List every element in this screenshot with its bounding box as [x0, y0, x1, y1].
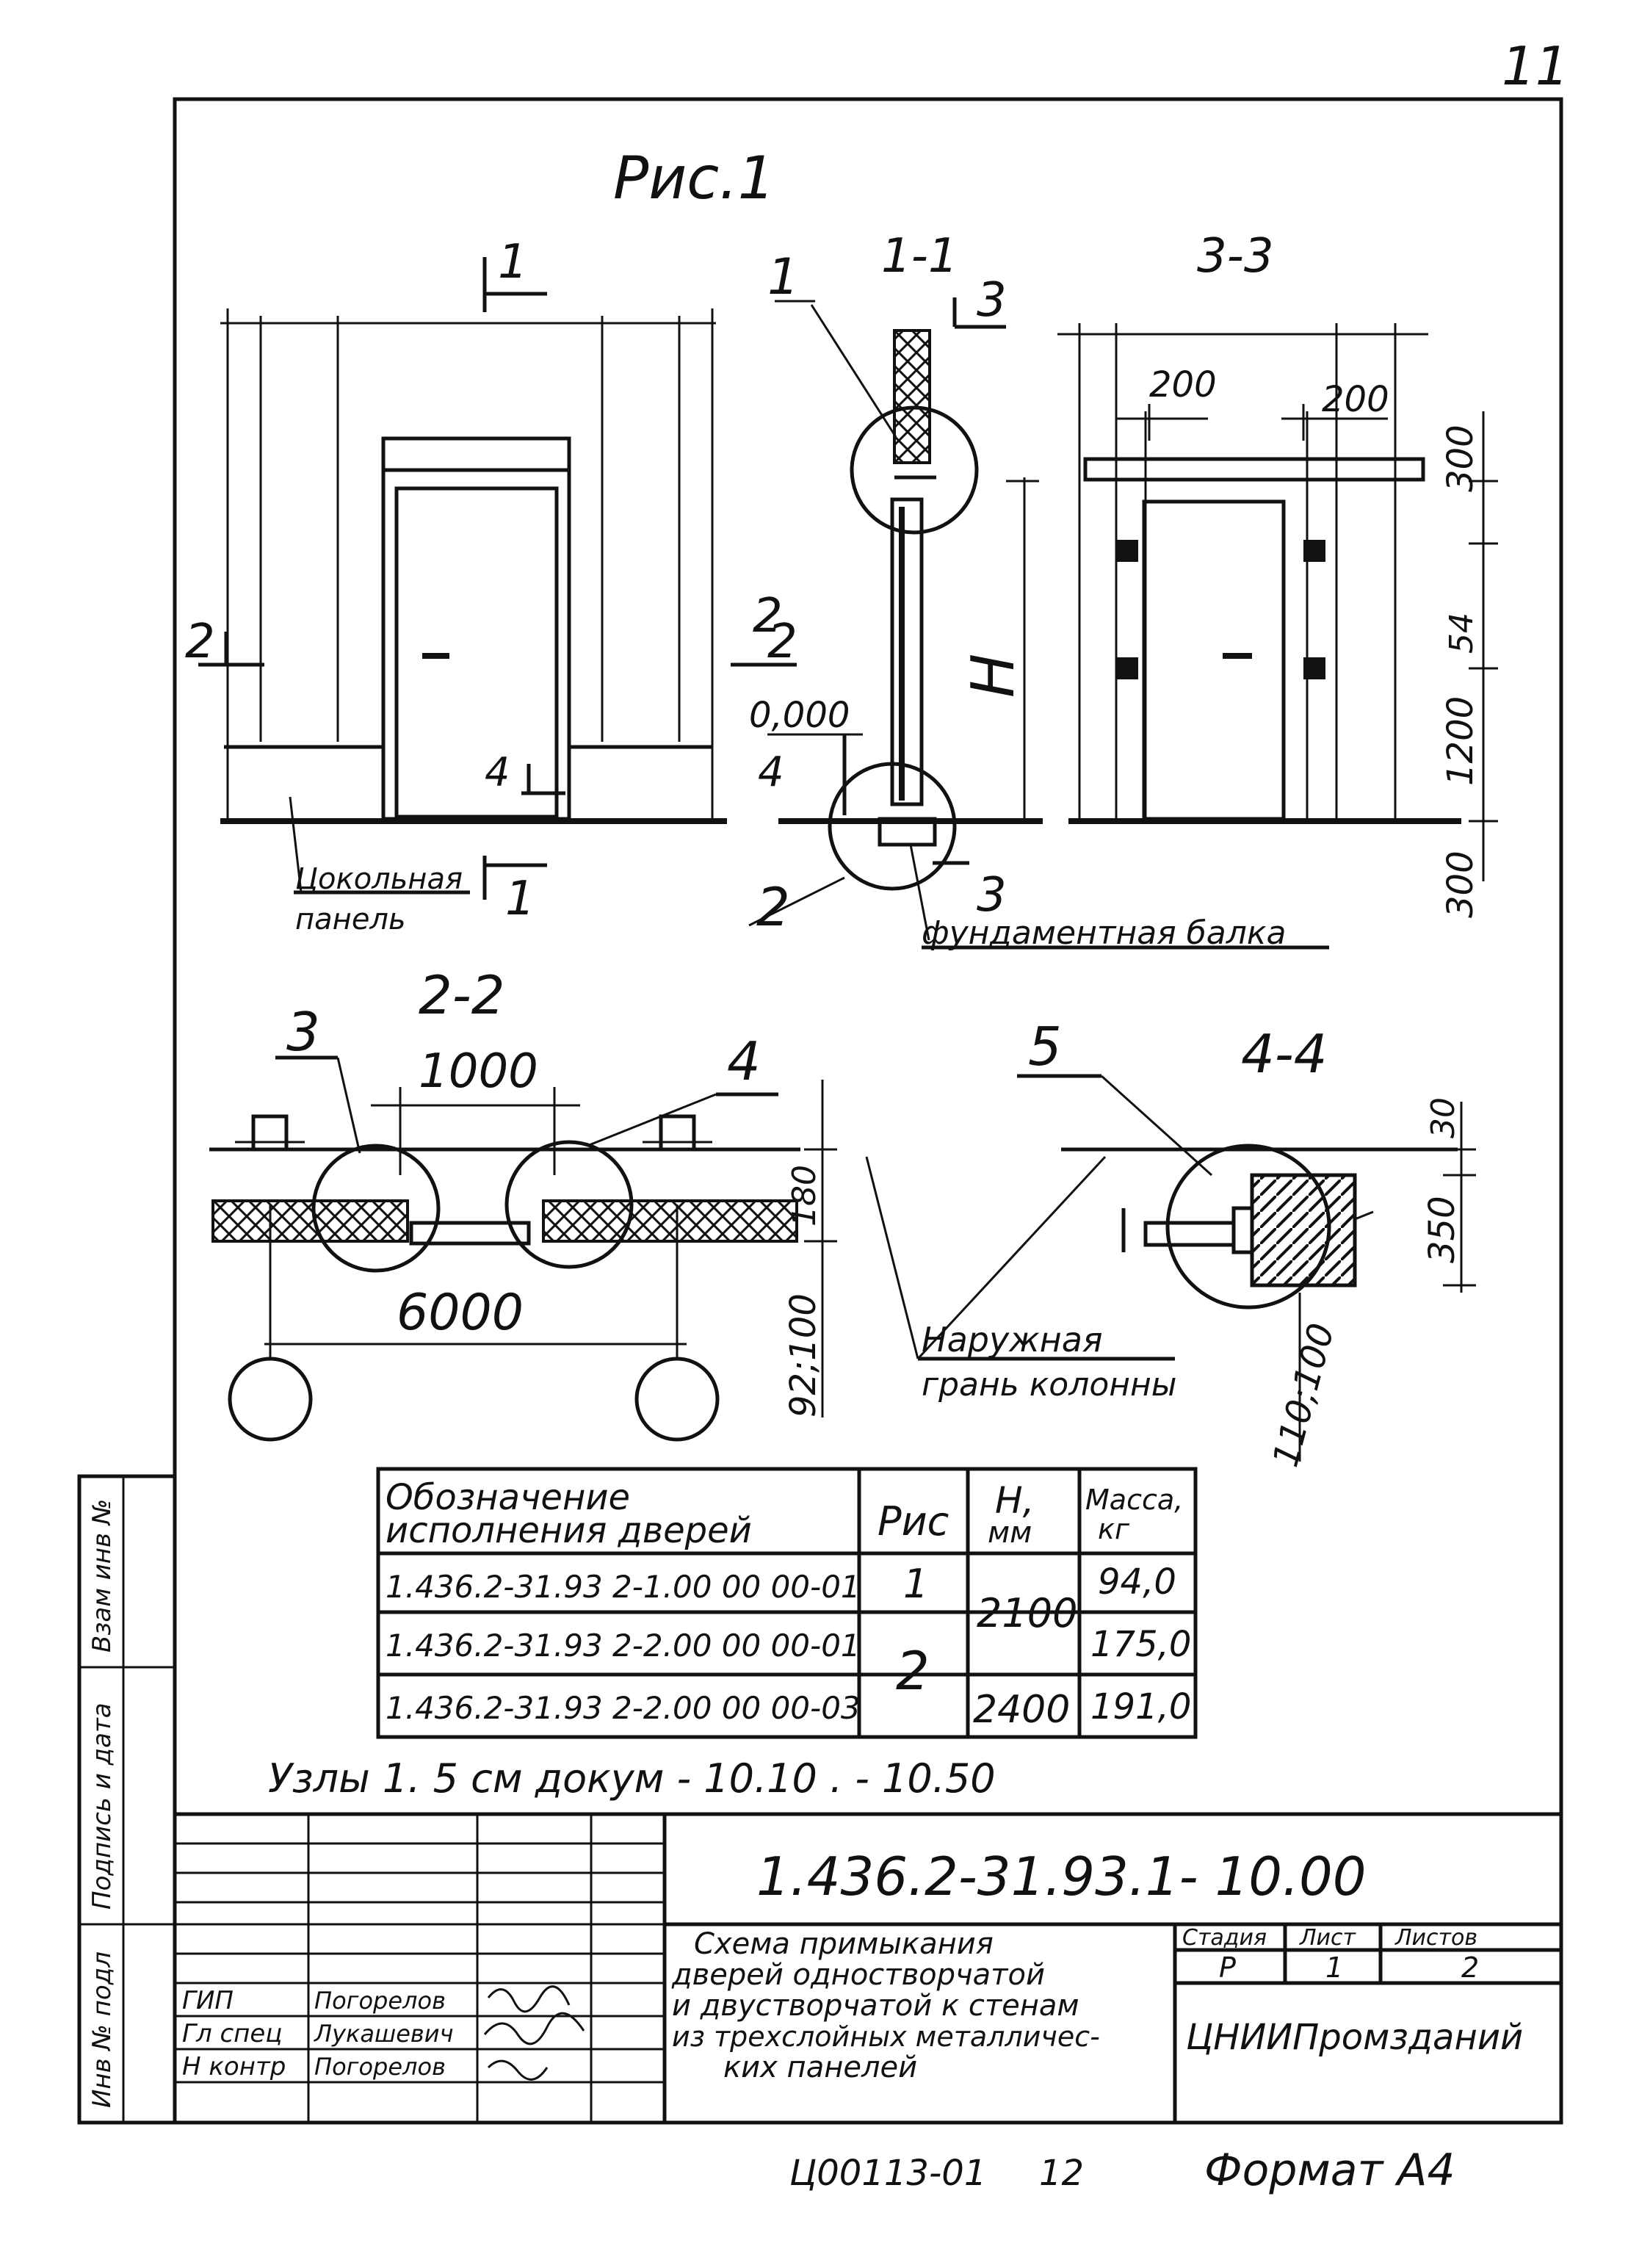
- dim-180: 180: [786, 1165, 823, 1227]
- footer-page: 12: [1039, 2153, 1084, 2194]
- stamp-inv-vzam: Взам инв №: [87, 1499, 117, 1653]
- stage-value: Р: [1219, 1951, 1236, 1984]
- archive-number: Ц00113-01: [789, 2153, 986, 2194]
- section-mark-2-right: 2: [767, 615, 797, 669]
- dim-350: 350: [1422, 1196, 1463, 1263]
- section-mark-1-top: 1: [498, 235, 528, 289]
- dim-54: 54: [1443, 613, 1480, 654]
- outer-face-label-2: грань колонны: [922, 1366, 1177, 1404]
- title-block: [175, 1812, 1561, 2123]
- table-header-mass-2: кг: [1098, 1513, 1130, 1545]
- dim-110-100: 110;100: [1265, 1319, 1342, 1471]
- table-row-3-h: 2400: [973, 1688, 1070, 1732]
- table-row-3-mass: 191,0: [1090, 1686, 1191, 1727]
- table-row-1-mass: 94,0: [1098, 1561, 1176, 1603]
- callout-node-5: 5: [1028, 1016, 1062, 1077]
- table-row-3-designation: 1.436.2-31.93 2-2.00 00 00-03: [386, 1690, 861, 1726]
- sig-name-3: Погорелов: [314, 2053, 446, 2081]
- front-elevation: [198, 257, 797, 900]
- table-row-2-mass: 175,0: [1090, 1624, 1191, 1665]
- sig-name-2: Лукашевич: [314, 2020, 453, 2048]
- dim-30: 30: [1425, 1097, 1462, 1138]
- table-header-h-1: H,: [995, 1479, 1035, 1522]
- dim-300-bottom: 300: [1440, 850, 1481, 918]
- callout-node-2: 2: [756, 876, 790, 938]
- foundation-beam-label: фундаментная балка: [922, 914, 1286, 952]
- section-1-1: [748, 297, 1329, 950]
- section-mark-4-door: 4: [485, 749, 510, 795]
- format-label: Формат А4: [1204, 2145, 1455, 2196]
- sheets-value: 2: [1461, 1951, 1479, 1984]
- callout-node-3: 3: [286, 1001, 320, 1063]
- section-mark-2-mid: 2: [753, 589, 783, 643]
- section-mark-4-mid: 4: [758, 748, 784, 796]
- table-header-fig: Рис: [878, 1498, 949, 1545]
- table-row-2-3-fig: 2: [896, 1640, 930, 1702]
- sheets-label: Листов: [1394, 1925, 1477, 1951]
- outer-face-label-1: Наружная: [922, 1320, 1103, 1359]
- dim-300-top: 300: [1440, 425, 1481, 492]
- stamp-sign-date: Подпись и дата: [87, 1702, 117, 1910]
- figure-title: Рис.1: [613, 144, 775, 212]
- desc-line-3: и двустворчатой к стенам: [672, 1989, 1079, 2023]
- sheet-label: Лист: [1299, 1925, 1357, 1951]
- desc-line-5: ких панелей: [723, 2051, 917, 2084]
- section-4-4-title: 4-4: [1241, 1023, 1328, 1085]
- table-row-1-designation: 1.436.2-31.93 2-1.00 00 00-01: [386, 1569, 861, 1605]
- section-4-4: [1017, 1074, 1476, 1462]
- table-header-h-2: мм: [988, 1516, 1032, 1550]
- section-mark-3-bottom: 3: [977, 868, 1007, 922]
- dim-6000: 6000: [397, 1284, 524, 1342]
- section-2-2: [209, 1055, 1175, 1442]
- dim-200-right: 200: [1322, 379, 1389, 420]
- organization: ЦНИИПромзданий: [1186, 2017, 1523, 2058]
- dim-1000: 1000: [419, 1044, 538, 1099]
- sig-role-3: Н контр: [182, 2052, 286, 2081]
- plinth-label-1: Цокольная: [295, 862, 463, 896]
- document-code: 1.436.2-31.93.1- 10.00: [756, 1846, 1367, 1907]
- plinth-label-2: панель: [295, 903, 406, 936]
- section-3-3-title: 3-3: [1197, 229, 1274, 284]
- dim-200-left: 200: [1149, 364, 1217, 405]
- sheet-frame: [77, 97, 1563, 2125]
- table-header-mass-1: Масса,: [1085, 1484, 1183, 1516]
- table-header-designation-2: исполнения дверей: [386, 1510, 752, 1551]
- table-row-1-2-h: 2100: [977, 1590, 1077, 1636]
- callout-node-4: 4: [727, 1030, 761, 1092]
- table-header-designation-1: Обозначение: [386, 1477, 630, 1518]
- section-2-2-title: 2-2: [419, 964, 505, 1026]
- section-mark-2-left: 2: [185, 615, 215, 669]
- table-row-1-fig: 1: [903, 1561, 928, 1607]
- page-number: 11: [1502, 35, 1569, 97]
- dim-height-h: H: [959, 654, 1027, 698]
- stamp-inv-podl: Инв № подл: [87, 1951, 117, 2108]
- dim-92-100: 92;100: [783, 1293, 824, 1418]
- sig-role-1: ГИП: [182, 1986, 234, 2015]
- stage-label: Стадия: [1182, 1925, 1267, 1951]
- desc-line-4: из трехслойных металличес-: [672, 2020, 1100, 2053]
- dim-1200: 1200: [1440, 696, 1481, 786]
- section-mark-1-bottom: 1: [505, 872, 535, 926]
- sig-name-1: Погорелов: [314, 1987, 446, 2015]
- table-row-2-designation: 1.436.2-31.93 2-2.00 00 00-01: [386, 1628, 861, 1664]
- desc-line-1: Схема примыкания: [694, 1927, 994, 1961]
- desc-line-2: дверей одностворчатой: [671, 1958, 1045, 1992]
- level-mark: 0,000: [749, 695, 850, 736]
- nodes-note: Узлы 1. 5 см докум - 10.10 . - 10.50: [268, 1755, 996, 1802]
- callout-node-1: 1: [767, 248, 799, 306]
- section-mark-3-top: 3: [977, 273, 1007, 328]
- doors-table: [376, 1467, 1198, 1739]
- section-1-1-title: 1-1: [881, 229, 958, 284]
- sig-role-2: Гл спец: [182, 2019, 282, 2048]
- section-3-3: [1057, 323, 1498, 881]
- sheet-value: 1: [1325, 1951, 1343, 1984]
